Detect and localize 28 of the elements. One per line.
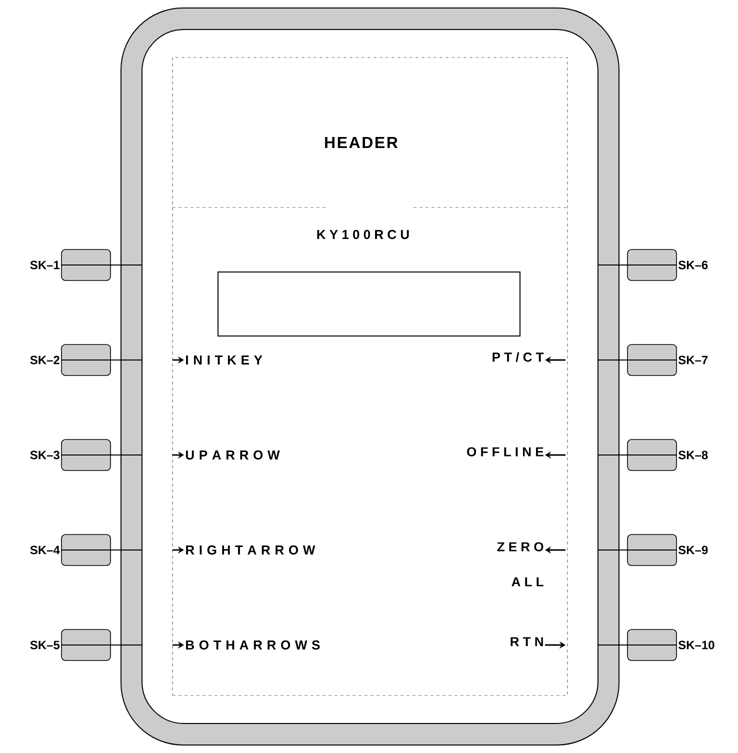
key-label: SK–10 [678, 640, 714, 650]
function-label: P T / C T [492, 352, 544, 362]
key-label: SK–7 [678, 356, 708, 364]
function-label: I N I T K E Y [186, 356, 262, 364]
function-label: Z E R O A L L [497, 542, 544, 586]
function-label: O F F L I N E [467, 447, 544, 456]
key-line [60, 644, 142, 646]
function-label: B O T H A R R O W S [186, 640, 320, 650]
function-label: R T N [510, 637, 543, 646]
key-label: SK–8 [678, 450, 708, 460]
key-label: SK–9 [678, 546, 708, 554]
unit-title: K Y 1 0 0 R C U [317, 230, 409, 240]
function-label: U P A R R O W [186, 450, 280, 460]
key-line [598, 264, 678, 266]
key-label: SK–5 [30, 640, 60, 650]
key-label: SK–3 [30, 450, 60, 460]
display-window [218, 272, 520, 336]
key-line [598, 644, 678, 646]
key-line [60, 454, 142, 456]
key-line [598, 454, 678, 456]
key-label: SK–2 [30, 356, 60, 364]
header-text: HEADER [325, 137, 398, 148]
key-label: SK–4 [30, 546, 60, 554]
key-label: SK–1 [30, 260, 60, 270]
function-label: R I G H T A R R O W [186, 545, 316, 555]
key-label: SK–6 [678, 260, 708, 270]
device-bezel [120, 8, 620, 746]
key-line [60, 264, 142, 266]
